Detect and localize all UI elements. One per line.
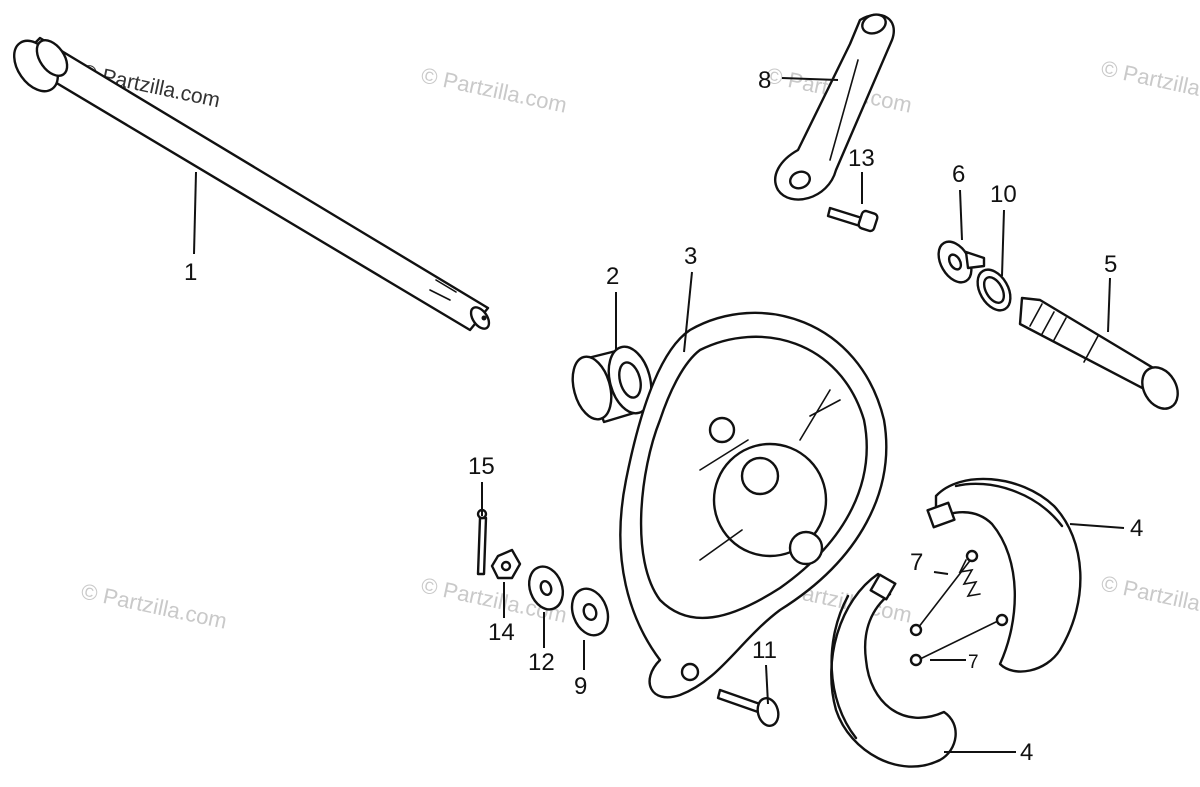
watermark: © Partzilla.com — [1099, 55, 1200, 110]
callout-5: 5 — [1104, 251, 1117, 278]
callout-10: 10 — [990, 181, 1017, 208]
flat-washer — [527, 565, 565, 611]
callout-3: 3 — [684, 243, 697, 270]
callout-15: 15 — [468, 453, 495, 480]
bolt — [826, 206, 879, 233]
brake-arm — [774, 13, 895, 201]
callout-2: 2 — [606, 263, 619, 290]
callout-6: 6 — [952, 161, 965, 188]
cotter-pin — [476, 508, 488, 576]
callout-4-lower: 4 — [1020, 739, 1033, 766]
brake-shoe-upper — [926, 477, 1082, 673]
spacer-washer — [570, 587, 610, 637]
watermark: © Partzilla.com — [1099, 570, 1200, 625]
return-spring-lower — [909, 613, 1009, 667]
watermark: © Partzilla.com — [419, 62, 569, 117]
seal-ring — [976, 268, 1012, 312]
callout-14: 14 — [488, 619, 515, 646]
axle — [12, 36, 491, 332]
hub-bushing — [571, 345, 653, 424]
cam-shaft — [1018, 296, 1179, 410]
callout-labels: 1 2 3 4 4 5 6 7 7 8 9 10 11 12 13 14 15 — [184, 67, 1143, 766]
callout-12: 12 — [528, 649, 555, 676]
return-spring-upper — [909, 549, 981, 637]
brake-shoe-lower — [830, 572, 957, 768]
callout-4-upper: 4 — [1130, 515, 1143, 542]
watermark: © Partzilla.com — [79, 578, 229, 633]
brake-panel — [619, 311, 888, 699]
callout-7-lower: 7 — [968, 652, 979, 673]
callout-8: 8 — [758, 67, 771, 94]
leader-lines — [193, 77, 1125, 753]
callout-9: 9 — [574, 673, 587, 700]
callout-11: 11 — [752, 637, 777, 664]
callout-13: 13 — [848, 145, 875, 172]
castle-nut — [490, 548, 522, 580]
anchor-pin — [716, 688, 780, 727]
callout-7-upper: 7 — [910, 549, 923, 576]
callout-1: 1 — [184, 259, 197, 286]
lock-washer — [937, 240, 986, 284]
